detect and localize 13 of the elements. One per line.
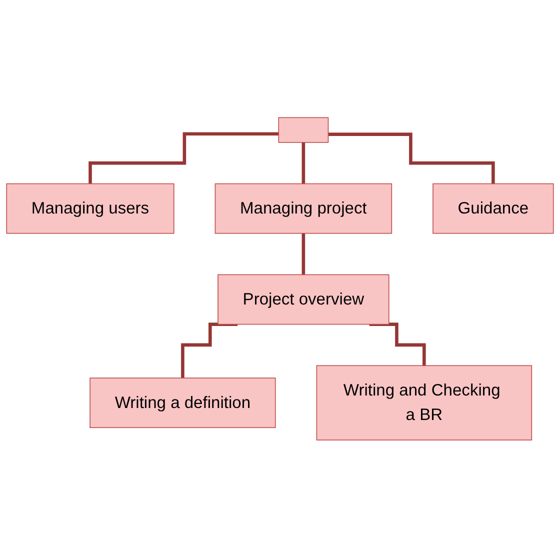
connector [328,132,495,186]
node-box: Managing users [6,183,174,234]
node-box: Writing and Checking a BR [316,364,532,440]
connector [181,322,238,380]
connector [302,231,306,276]
node-box [278,116,329,142]
node-box: Managing project [214,183,392,234]
node-box: Guidance [432,183,554,234]
node-box: Writing a definition [90,377,276,428]
connector [369,322,426,367]
connector [88,132,279,186]
connector [302,140,306,186]
node-box: Project overview [218,274,390,324]
